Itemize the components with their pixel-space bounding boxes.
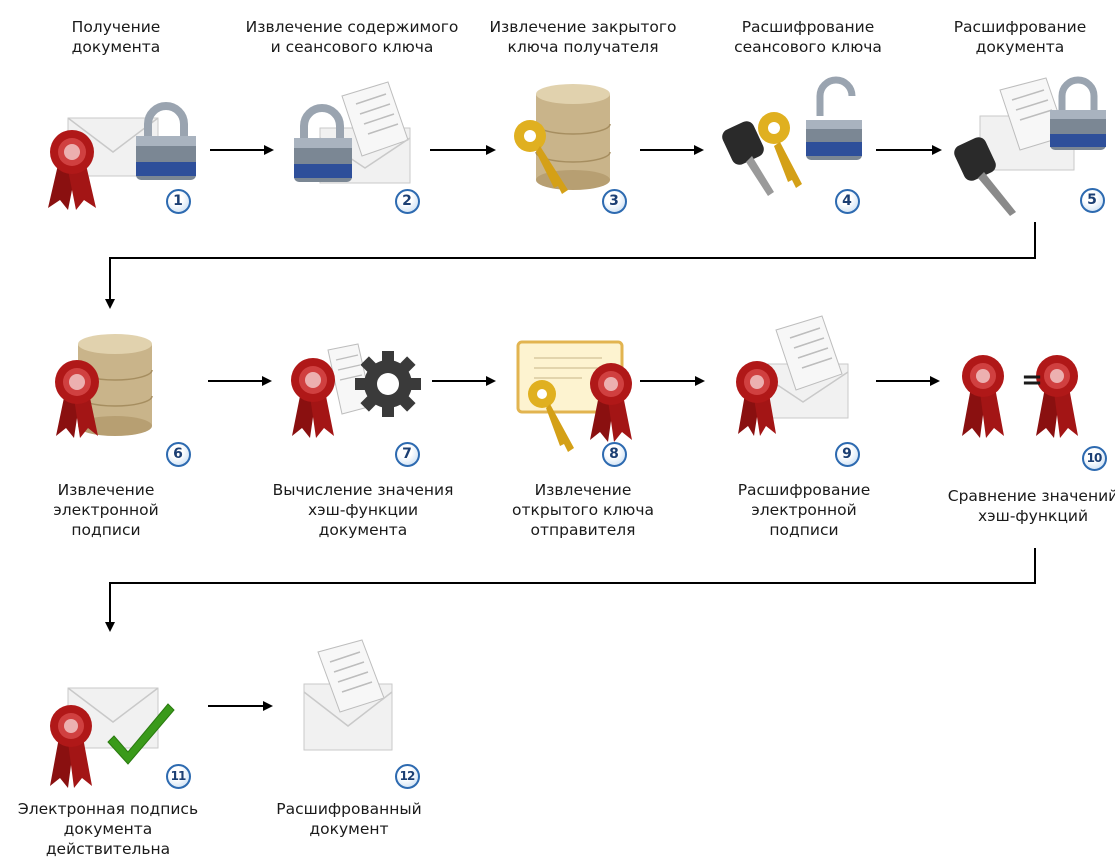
step-9-label: Расшифрование электронной подписи — [737, 481, 871, 539]
step-4-number-badge: 4 — [834, 188, 860, 214]
equals-sign: = — [1021, 365, 1043, 395]
step-4-label: Расшифрование сеансового ключа — [734, 18, 882, 56]
database-gold-key-icon — [514, 84, 611, 194]
step-6-number-badge: 6 — [165, 441, 191, 467]
step-1-label: Получение документа — [71, 18, 161, 56]
seal-document-gear-icon — [291, 343, 421, 438]
step-11-number-badge: 11 — [165, 763, 191, 789]
keys-open-padlock-icon — [722, 76, 862, 196]
step-7-label: Вычисление значения хэш-функции документ… — [272, 481, 454, 539]
step-2-label: Извлечение содержимого и сеансового ключ… — [245, 18, 459, 56]
step-9-number-badge: 9 — [834, 441, 860, 467]
step-2-number-badge: 2 — [394, 188, 420, 214]
step-5-number-badge: 5 — [1079, 187, 1105, 213]
step-3-label: Извлечение закрытого ключа получателя — [489, 18, 677, 56]
step-12-label: Расшифрованный документ — [276, 800, 422, 838]
envelope-document-icon — [303, 639, 393, 751]
document-key-padlock-icon — [954, 76, 1106, 216]
seal-compare-icon — [962, 355, 1078, 438]
connector-10-11 — [105, 548, 1036, 632]
step-3-number-badge: 3 — [601, 188, 627, 214]
connector-5-6 — [105, 222, 1036, 309]
step-12-number-badge: 12 — [394, 763, 420, 789]
seal-envelope-checkmark-icon — [50, 687, 175, 788]
padlock-envelope-document-icon — [294, 81, 411, 184]
certificate-key-seal-icon — [516, 340, 632, 452]
seal-envelope-document-icon — [736, 315, 849, 436]
step-1-number-badge: 1 — [165, 188, 191, 214]
step-10-number-badge: 10 — [1081, 445, 1107, 471]
step-10-label: Сравнение значений хэш-функций — [947, 487, 1115, 525]
step-5-label: Расшифрование документа — [953, 18, 1087, 56]
envelope-seal-padlock-icon — [48, 102, 196, 210]
step-11-label: Электронная подпись документа действител… — [17, 800, 199, 858]
step-8-number-badge: 8 — [601, 441, 627, 467]
step-6-label: Извлечение электронной подписи — [53, 481, 159, 539]
step-8-label: Извлечение открытого ключа отправителя — [512, 481, 654, 539]
seal-database-icon — [55, 334, 153, 438]
step-7-number-badge: 7 — [394, 441, 420, 467]
